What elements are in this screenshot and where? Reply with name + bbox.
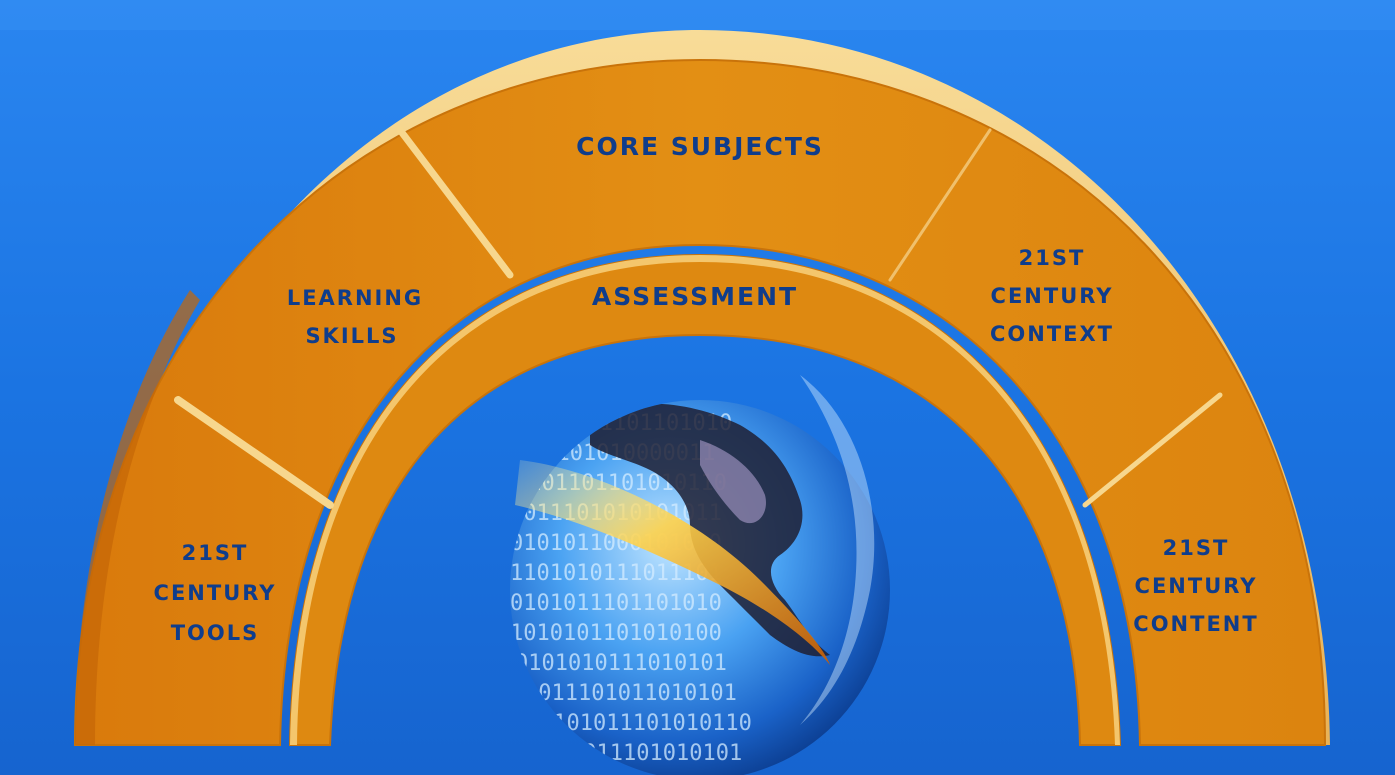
divider-core-context (888, 128, 992, 282)
label-learning-skills-line1: Learning (287, 286, 423, 310)
globe: 0101101101010 10101010000011 01011011010… (510, 375, 890, 775)
arch-left-shadow (75, 290, 200, 745)
divider-context-content (1082, 392, 1223, 508)
label-tools-line2: Century (154, 581, 277, 605)
label-learning-skills-line2: Skills (305, 324, 398, 348)
label-context-line1: 21st (1019, 246, 1086, 270)
binary-row: 0101011101010110 (540, 711, 752, 736)
globe-orbit-swoosh (515, 460, 830, 665)
label-content-line3: Content (1133, 612, 1258, 636)
globe-continent-highlight (700, 440, 766, 524)
divider-tools-skills (174, 396, 334, 509)
label-core-subjects: Core Subjects (576, 132, 824, 161)
arch (73, 30, 1330, 746)
globe-orbit-swoosh-glow (800, 375, 875, 725)
label-context-line3: Context (990, 322, 1114, 346)
label-tools-line1: 21st (182, 541, 249, 565)
label-tools-line3: Tools (171, 621, 260, 645)
arch-labels: Core Subjects Learning Skills Assessment… (154, 132, 1258, 645)
arch-outer-band (73, 58, 1327, 746)
label-context-line2: Century (991, 284, 1114, 308)
label-content-line2: Century (1135, 574, 1258, 598)
label-content-line1: 21st (1163, 536, 1230, 560)
binary-row: 0101010111010101 (515, 651, 727, 676)
background-highlight (0, 0, 1395, 30)
binary-row: 1010101101010100 (510, 621, 722, 646)
label-assessment: Assessment (592, 282, 798, 311)
binary-row: 1011101011010101 (525, 681, 737, 706)
binary-row: 0101011101101010 (510, 591, 722, 616)
divider-skills-core (396, 126, 514, 279)
